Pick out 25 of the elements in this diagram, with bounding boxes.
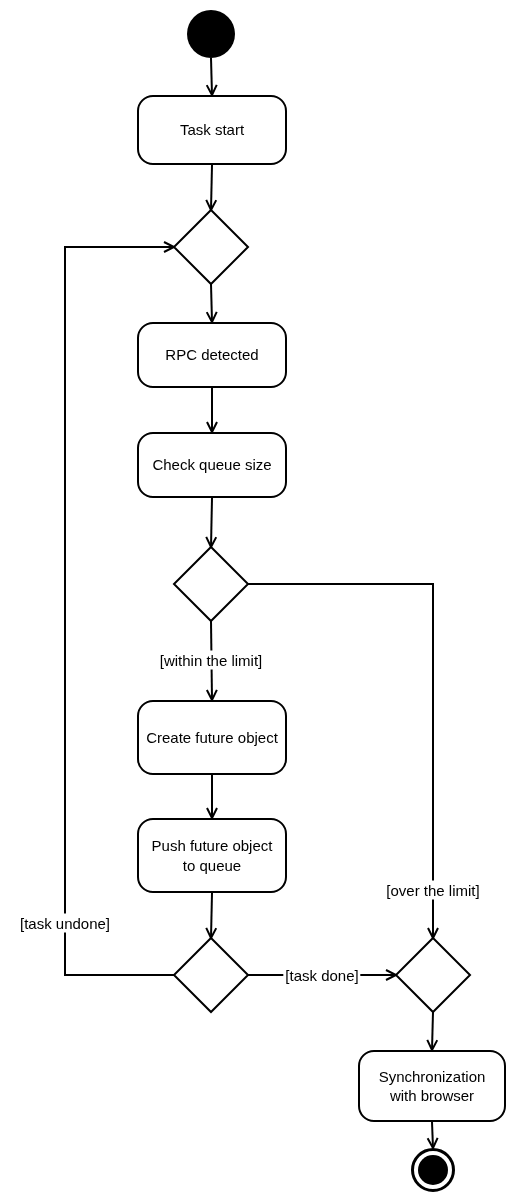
action-box: Check queue size [137, 432, 287, 498]
initial-node [187, 10, 235, 58]
decision-diamond [396, 938, 470, 1012]
action-box: Push future object to queue [137, 818, 287, 893]
arrow [205, 892, 218, 939]
arrow [206, 387, 218, 433]
arrow [64, 241, 175, 976]
arrow [205, 164, 218, 211]
arrow [247, 583, 439, 939]
arrow [426, 1011, 439, 1051]
edge-label: [within the limit] [157, 650, 265, 670]
arrow [205, 497, 218, 548]
action-box: Create future object [137, 700, 287, 775]
final-node [411, 1148, 455, 1192]
arrow [426, 1121, 439, 1149]
action-box: Task start [137, 95, 287, 165]
arrow [205, 283, 218, 323]
decision-diamond [174, 938, 248, 1012]
action-box: Synchronization with browser [358, 1050, 506, 1122]
action-box: RPC detected [137, 322, 287, 388]
decision-diamond [174, 547, 248, 621]
arrow [205, 57, 218, 96]
edge-label: [over the limit] [384, 880, 482, 900]
decision-diamond [174, 210, 248, 284]
arrow [206, 774, 218, 819]
